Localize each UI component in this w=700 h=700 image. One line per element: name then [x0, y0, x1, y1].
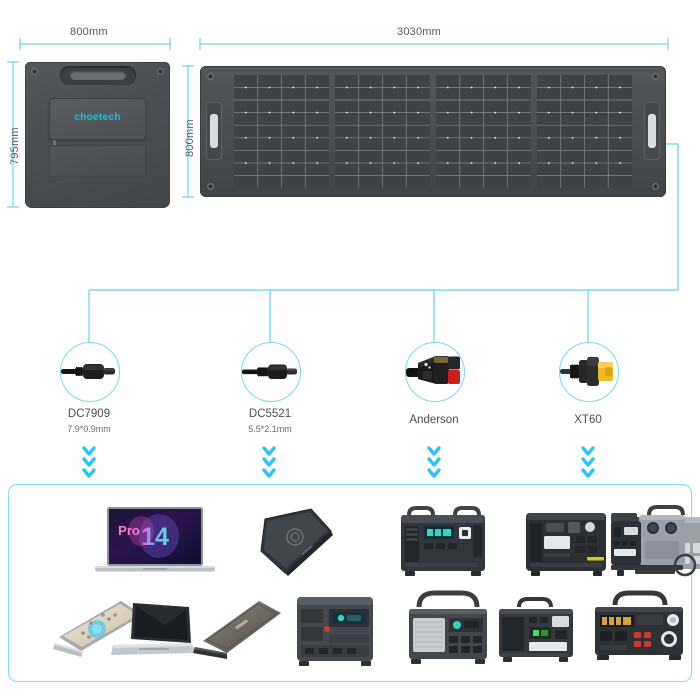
grommet-top-left [31, 68, 38, 75]
panel-grommet-top-right [652, 73, 659, 80]
connector-circle-anderson[interactable] [405, 342, 465, 402]
cell-grid-2 [335, 75, 430, 188]
device-power-station-trolley [605, 501, 697, 583]
panel-section-3 [436, 75, 531, 188]
panel-section-2 [335, 75, 430, 188]
carry-handle-hole [70, 71, 126, 80]
device-power-station-black [521, 505, 611, 579]
connector-label-xt60: XT60 [574, 414, 602, 426]
cell-grid-3 [436, 75, 531, 188]
dc-barrel-plug-icon [61, 364, 115, 379]
svg-text:Pro: Pro [118, 523, 140, 538]
connector-circle-dc5521[interactable] [241, 342, 301, 402]
connector-label-dc7909: DC7909 [67, 408, 111, 420]
front-pocket-upper: choetech [49, 98, 146, 140]
folded-solar-panel-bag: choetech [25, 62, 170, 208]
dimension-rule-folded-width [19, 38, 171, 50]
device-power-station-vent [399, 585, 497, 667]
cell-grid-4 [537, 75, 632, 188]
chevron-arrow-group-dc5521 [262, 446, 276, 478]
device-power-bank [255, 507, 337, 577]
panel-grommet-bottom-right [652, 183, 659, 190]
xt60-connector-icon [560, 357, 613, 386]
unfolded-height-label: 800mm [184, 119, 196, 157]
dc-barrel-plug-icon [242, 364, 297, 379]
panel-section-4 [537, 75, 632, 188]
device-laptop-silver [105, 595, 205, 665]
chevron-arrow-group-dc7909 [82, 446, 96, 478]
device-power-station-wide [589, 587, 689, 665]
device-power-station-tall [289, 589, 381, 667]
device-power-station-compact [493, 593, 579, 665]
panel-handle-left-hole [210, 114, 218, 148]
panel-handle-right [644, 102, 660, 160]
connector-circle-xt60[interactable] [559, 342, 619, 402]
cell-grid-1 [234, 75, 329, 188]
svg-text:14: 14 [141, 523, 169, 551]
unfolded-solar-panel [200, 66, 666, 197]
chevron-arrow-group-anderson [427, 446, 441, 478]
brand-logo: choetech [74, 112, 121, 123]
grommet-top-right [157, 68, 164, 75]
panel-handle-left [206, 102, 222, 160]
device-laptop-pro-14: 14 Pro [95, 503, 215, 579]
unfolded-width-label: 3030mm [397, 26, 441, 38]
device-laptop-convertible [47, 593, 147, 665]
carry-handle [60, 66, 136, 85]
panel-section-1 [234, 75, 329, 188]
panel-handle-right-hole [648, 114, 656, 148]
front-pocket-lower [49, 145, 146, 177]
dimension-rule-unfolded-width [199, 38, 669, 50]
anderson-connector-icon [406, 356, 460, 384]
connector-label-dc5521: DC5521 [248, 408, 292, 420]
panel-grommet-top-left [207, 73, 214, 80]
device-laptop-closed [187, 595, 289, 665]
folded-width-label: 800mm [70, 26, 108, 38]
connector-circle-dc7909[interactable] [60, 342, 120, 402]
compatible-devices-box: 14 Pro [8, 484, 700, 682]
chevron-arrow-group-xt60 [581, 446, 595, 478]
panel-grommet-bottom-left [207, 183, 214, 190]
connector-label-anderson: Anderson [409, 414, 459, 426]
device-power-station-dual [395, 503, 491, 581]
connector-spec-dc7909: 7.9*0.9mm [67, 424, 111, 434]
connector-spec-dc5521: 5.5*2.1mm [248, 424, 292, 434]
folded-height-label: 795mm [9, 127, 21, 165]
